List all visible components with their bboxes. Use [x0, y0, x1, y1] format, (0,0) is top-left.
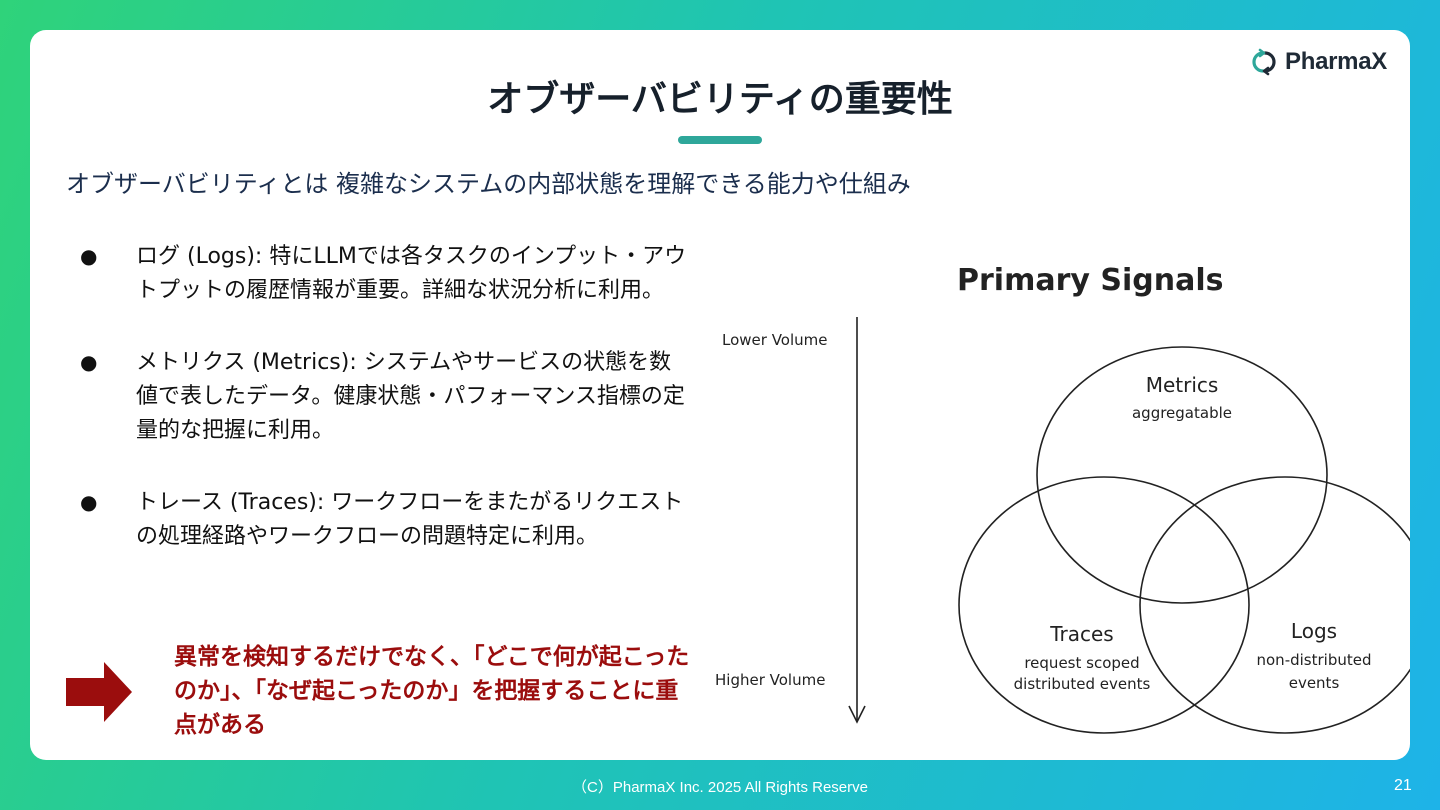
- bullet-item-metrics: ● メトリクス (Metrics): システムやサービスの状態を数値で表したデー…: [80, 346, 700, 448]
- metrics-desc: aggregatable: [1132, 404, 1232, 422]
- bullet-dot-icon: ●: [80, 350, 98, 374]
- title-underline: [678, 136, 762, 144]
- page-number: 21: [1394, 777, 1412, 794]
- slide-card: PharmaX オブザーバビリティの重要性 オブザーバビリティとは 複雑なシステ…: [30, 30, 1431, 760]
- axis-label-top: Lower Volume: [722, 331, 828, 349]
- logs-circle: [1139, 476, 1431, 734]
- pharmax-logo-icon: [1252, 48, 1276, 76]
- traces-desc-line1: request scoped: [1024, 654, 1139, 672]
- logs-label: Logs: [1291, 619, 1337, 643]
- axis-label-bottom: Higher Volume: [715, 671, 825, 689]
- diagram-title: Primary Signals: [957, 263, 1223, 298]
- bullet-dot-icon: ●: [80, 244, 98, 268]
- slide-title: オブザーバビリティの重要性: [487, 79, 953, 120]
- logs-desc-line1: non-distributed: [1257, 651, 1372, 669]
- metrics-circle: [1036, 346, 1328, 604]
- bullet-text: ログ (Logs): 特にLLMでは各タスクのインプット・アウトプットの履歴情報…: [136, 244, 687, 303]
- metrics-label: Metrics: [1146, 373, 1219, 397]
- bullet-dot-icon: ●: [80, 490, 98, 514]
- bullet-item-traces: ● トレース (Traces): ワークフローをまたがるリクエストの処理経路やワ…: [80, 486, 700, 554]
- traces-label: Traces: [1049, 622, 1113, 646]
- primary-signals-diagram: Primary Signals Lower Volume Higher Volu…: [700, 220, 1431, 740]
- key-point-callout: 異常を検知するだけでなく、「どこで何が起こったのか」、「なぜ起こったのか」を把握…: [66, 640, 694, 742]
- slide-subtitle: オブザーバビリティとは 複雑なシステムの内部状態を理解できる能力や仕組み: [66, 170, 911, 198]
- callout-text: 異常を検知するだけでなく、「どこで何が起こったのか」、「なぜ起こったのか」を把握…: [174, 644, 690, 738]
- logs-desc-line2: events: [1289, 674, 1340, 692]
- axis-arrowhead-icon: [848, 705, 866, 724]
- arrow-right-icon: [66, 662, 132, 722]
- bullet-item-logs: ● ログ (Logs): 特にLLMでは各タスクのインプット・アウトプットの履歴…: [80, 240, 700, 308]
- bullet-list: ● ログ (Logs): 特にLLMでは各タスクのインプット・アウトプットの履歴…: [80, 240, 700, 592]
- footer-copyright: （C）PharmaX Inc. 2025 All Rights Reserve: [572, 779, 868, 796]
- traces-circle: [958, 476, 1250, 734]
- traces-desc-line2: distributed events: [1014, 675, 1151, 693]
- brand-name: PharmaX: [1285, 48, 1387, 75]
- bullet-text: メトリクス (Metrics): システムやサービスの状態を数値で表したデータ。…: [136, 350, 685, 443]
- brand-logo: PharmaX: [1249, 48, 1387, 76]
- bullet-text: トレース (Traces): ワークフローをまたがるリクエストの処理経路やワーク…: [136, 490, 684, 549]
